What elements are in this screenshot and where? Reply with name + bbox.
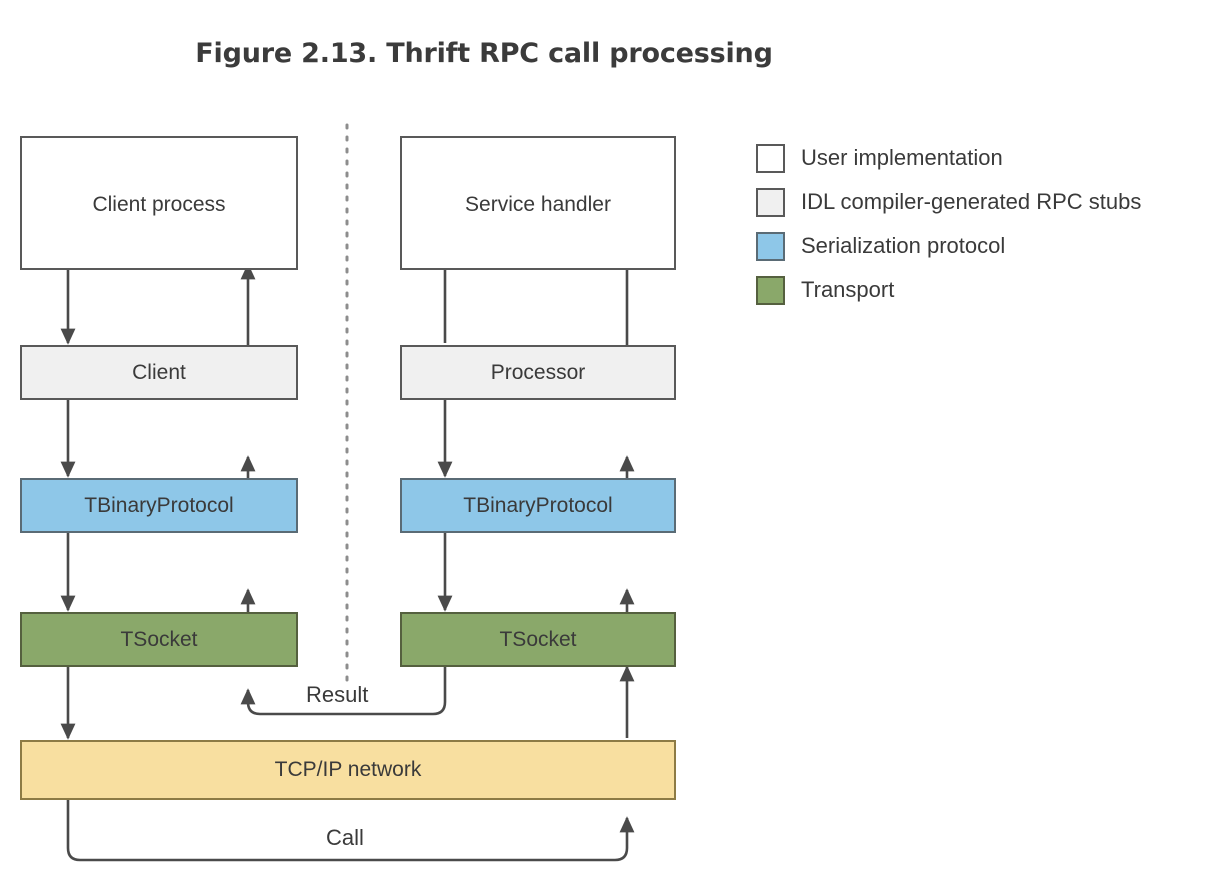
legend-swatch-transport [756, 275, 785, 305]
diagram-canvas: Client process Client TBinaryProtocol TS… [0, 110, 740, 892]
node-tcpip-network-label: TCP/IP network [274, 758, 422, 781]
node-server-tsocket[interactable]: TSocket [400, 612, 676, 667]
edge-label-call: Call [320, 825, 370, 851]
node-client-label: Client [132, 360, 186, 384]
edge-result-path [240, 667, 447, 716]
legend-item-idl-stubs: IDL compiler-generated RPC stubs [756, 180, 1208, 224]
edge-call-path [66, 800, 635, 862]
node-client-tbinaryprotocol[interactable]: TBinaryProtocol [20, 478, 298, 533]
legend: User implementation IDL compiler-generat… [756, 136, 1208, 312]
node-client-process[interactable]: Client process [20, 136, 298, 270]
legend-item-user-implementation: User implementation [756, 136, 1208, 180]
edge-label-result: Result [300, 682, 375, 708]
legend-swatch-idl-stubs [756, 187, 785, 217]
legend-item-transport: Transport [756, 268, 1208, 312]
node-processor[interactable]: Processor [400, 345, 676, 400]
figure-title: Figure 2.13. Thrift RPC call processing [195, 38, 773, 69]
node-client-tsocket-label: TSocket [120, 627, 198, 651]
node-client-process-label: Client process [92, 193, 226, 216]
legend-label-transport: Transport [801, 277, 895, 302]
node-server-tbinaryprotocol[interactable]: TBinaryProtocol [400, 478, 676, 533]
legend-swatch-user-implementation [756, 143, 785, 173]
node-tcpip-network[interactable]: TCP/IP network [20, 740, 676, 800]
node-service-handler[interactable]: Service handler [400, 136, 676, 270]
legend-label-serialization-protocol: Serialization protocol [801, 233, 1006, 258]
node-client[interactable]: Client [20, 345, 298, 400]
legend-label-idl-stubs: IDL compiler-generated RPC stubs [801, 189, 1142, 214]
node-server-tbinaryprotocol-label: TBinaryProtocol [463, 493, 613, 517]
node-service-handler-label: Service handler [465, 193, 611, 216]
legend-label-user-implementation: User implementation [801, 145, 1003, 170]
node-server-tsocket-label: TSocket [499, 627, 577, 651]
node-client-tbinaryprotocol-label: TBinaryProtocol [84, 493, 234, 517]
node-processor-label: Processor [490, 360, 586, 384]
legend-item-serialization-protocol: Serialization protocol [756, 224, 1208, 268]
legend-swatch-serialization-protocol [756, 231, 785, 261]
node-client-tsocket[interactable]: TSocket [20, 612, 298, 667]
